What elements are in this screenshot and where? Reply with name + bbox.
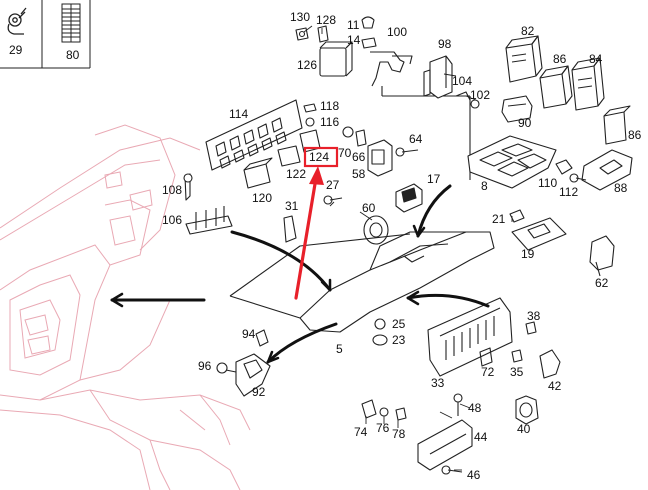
arrow-to-92 bbox=[266, 322, 338, 364]
part-number-110[interactable]: 110 bbox=[538, 176, 558, 190]
part-number-76[interactable]: 76 bbox=[376, 421, 390, 435]
leader-lines bbox=[303, 25, 587, 471]
part-number-48[interactable]: 48 bbox=[468, 401, 482, 415]
part-number-78[interactable]: 78 bbox=[392, 427, 406, 441]
part-number-70[interactable]: 70 bbox=[338, 146, 352, 160]
part-number-19[interactable]: 19 bbox=[521, 247, 535, 261]
part-number-86[interactable]: 86 bbox=[553, 52, 567, 66]
part-number-114[interactable]: 114 bbox=[229, 107, 249, 121]
part-number-21[interactable]: 21 bbox=[492, 212, 506, 226]
routing-arrows bbox=[110, 184, 490, 364]
arrow-from-106 bbox=[230, 230, 332, 292]
part-number-116[interactable]: 116 bbox=[320, 115, 340, 129]
legend-label-29: 29 bbox=[9, 43, 23, 57]
part-number-14[interactable]: 14 bbox=[347, 33, 361, 47]
part-number-126[interactable]: 126 bbox=[297, 58, 318, 72]
legend-frame bbox=[0, 0, 91, 69]
part-number-58[interactable]: 58 bbox=[352, 167, 366, 181]
part-number-86-right[interactable]: 86 bbox=[628, 128, 642, 142]
part-number-25[interactable]: 25 bbox=[392, 317, 406, 331]
part-number-35[interactable]: 35 bbox=[510, 365, 524, 379]
part-number-104[interactable]: 104 bbox=[452, 74, 473, 88]
part-number-11[interactable]: 11 bbox=[347, 18, 360, 32]
arrow-from-33 bbox=[406, 293, 490, 308]
part-number-128[interactable]: 128 bbox=[316, 13, 337, 27]
part-number-62[interactable]: 62 bbox=[595, 276, 609, 290]
part-number-118[interactable]: 118 bbox=[320, 99, 340, 113]
arrow-from-17 bbox=[416, 184, 452, 238]
part-number-64[interactable]: 64 bbox=[409, 132, 423, 146]
fuse-card-icon bbox=[61, 3, 81, 43]
part-number-31[interactable]: 31 bbox=[285, 199, 299, 213]
part-number-40[interactable]: 40 bbox=[517, 422, 531, 436]
part-number-42[interactable]: 42 bbox=[548, 379, 562, 393]
part-number-106[interactable]: 106 bbox=[162, 213, 183, 227]
part-number-84[interactable]: 84 bbox=[589, 52, 603, 66]
part-number-82[interactable]: 82 bbox=[521, 24, 535, 38]
part-number-130[interactable]: 130 bbox=[290, 10, 311, 24]
part-number-66[interactable]: 66 bbox=[352, 150, 366, 164]
part-number-38[interactable]: 38 bbox=[527, 309, 541, 323]
part-number-102[interactable]: 102 bbox=[470, 88, 491, 102]
part-number-23[interactable]: 23 bbox=[392, 333, 406, 347]
highlight-box bbox=[303, 146, 339, 168]
part-number-27[interactable]: 27 bbox=[326, 178, 340, 192]
part-number-8[interactable]: 8 bbox=[481, 179, 488, 193]
legend-label-80: 80 bbox=[66, 48, 80, 62]
part-number-60[interactable]: 60 bbox=[362, 201, 376, 215]
part-number-88[interactable]: 88 bbox=[614, 181, 628, 195]
part-number-46[interactable]: 46 bbox=[467, 468, 481, 482]
part-number-90[interactable]: 90 bbox=[518, 116, 532, 130]
clamp-icon bbox=[7, 7, 27, 35]
part-number-44[interactable]: 44 bbox=[474, 430, 488, 444]
part-number-96[interactable]: 96 bbox=[198, 359, 212, 373]
part-number-94[interactable]: 94 bbox=[242, 327, 256, 341]
part-number-74[interactable]: 74 bbox=[354, 425, 368, 439]
part-number-112[interactable]: 112 bbox=[559, 185, 579, 199]
part-number-98[interactable]: 98 bbox=[438, 37, 452, 51]
part-number-17[interactable]: 17 bbox=[427, 172, 441, 186]
part-number-33[interactable]: 33 bbox=[431, 376, 445, 390]
part-number-72[interactable]: 72 bbox=[481, 365, 495, 379]
part-number-5[interactable]: 5 bbox=[336, 342, 343, 356]
part-number-92[interactable]: 92 bbox=[252, 385, 266, 399]
parts-line-art bbox=[183, 16, 633, 475]
part-number-120[interactable]: 120 bbox=[252, 191, 273, 205]
dashboard-ghost-outline bbox=[0, 124, 251, 490]
part-number-108[interactable]: 108 bbox=[162, 183, 183, 197]
part-number-124[interactable]: 124 bbox=[309, 150, 330, 164]
highlight-pointer-arrow bbox=[294, 166, 324, 300]
part-number-100[interactable]: 100 bbox=[387, 25, 408, 39]
part-number-122[interactable]: 122 bbox=[286, 167, 307, 181]
